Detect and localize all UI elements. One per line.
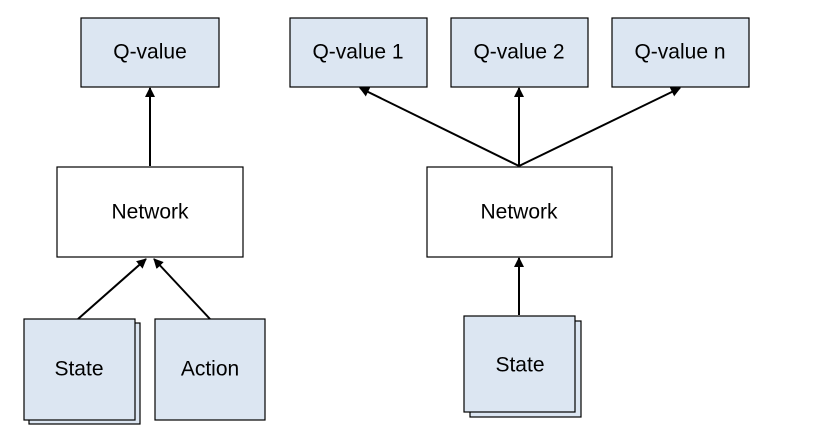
right-state-node: State — [463, 315, 582, 418]
right-qvalue1-label: Q-value 1 — [312, 41, 403, 64]
left-state-node: State — [23, 318, 141, 425]
left-diagram: Q-value Network State Action — [23, 17, 266, 425]
left-qvalue-node: Q-value — [80, 17, 220, 88]
left-state-to-network-arrow — [77, 258, 147, 320]
right-qvalue2-node: Q-value 2 — [450, 17, 589, 88]
right-network-node: Network — [426, 166, 613, 258]
right-diagram: Q-value 1 Q-value 2 Q-value n Network St… — [289, 17, 750, 418]
right-state-label: State — [495, 354, 544, 377]
right-qvaluen-node: Q-value n — [611, 17, 750, 88]
left-network-node: Network — [56, 166, 244, 258]
left-action-label: Action — [181, 358, 239, 381]
right-qvalue2-label: Q-value 2 — [473, 41, 564, 64]
right-qvaluen-label: Q-value n — [634, 41, 725, 64]
right-network-label: Network — [480, 201, 558, 224]
right-network-to-qvaluen-arrow — [518, 87, 681, 167]
left-state-label: State — [54, 358, 103, 381]
left-action-to-network-arrow — [153, 258, 211, 320]
left-qvalue-label: Q-value — [113, 41, 187, 64]
left-action-node: Action — [154, 318, 266, 421]
right-network-to-qvalue1-arrow — [359, 87, 520, 167]
right-qvalue1-node: Q-value 1 — [289, 17, 428, 88]
left-network-label: Network — [111, 201, 189, 224]
